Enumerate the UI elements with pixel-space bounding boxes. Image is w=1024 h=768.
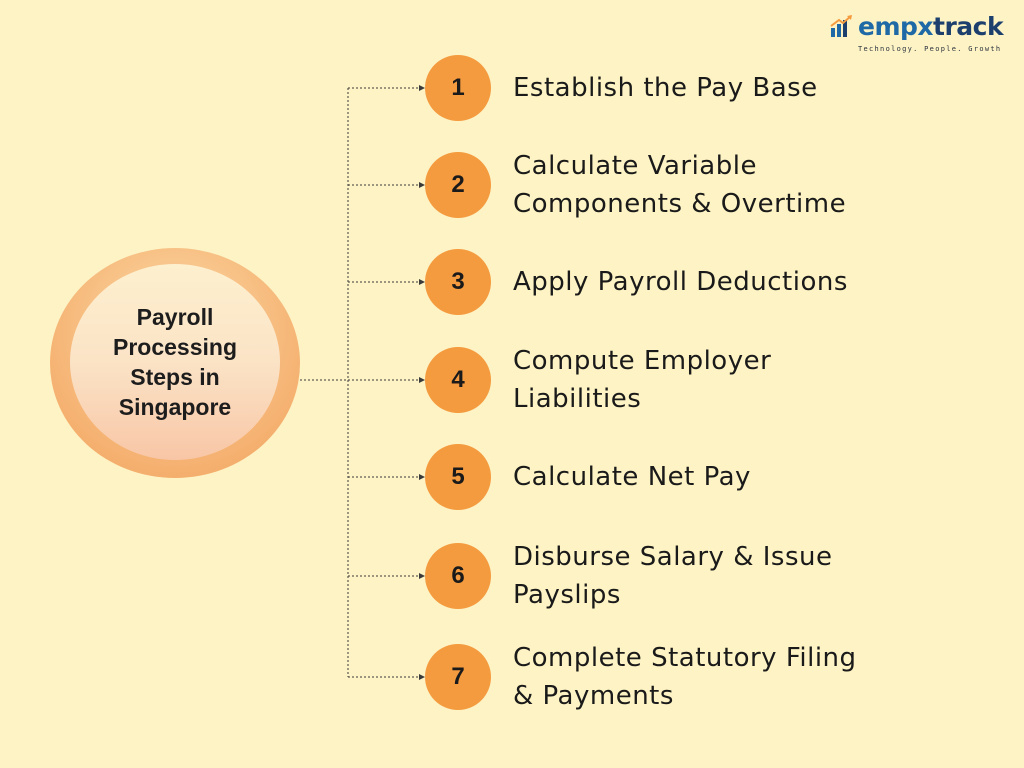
step-4: 4 Compute Employer Liabilities	[425, 346, 1005, 414]
step-label: Complete Statutory Filing & Payments	[513, 643, 857, 711]
step-number-badge: 2	[425, 152, 491, 218]
brand-wordmark: empxtrack	[858, 12, 1004, 42]
hub-circle: Payroll Processing Steps in Singapore	[70, 264, 280, 460]
brand-tagline: Technology. People. Growth	[858, 45, 1002, 53]
brand-name-part1: empx	[858, 12, 934, 41]
step-label: Establish the Pay Base	[513, 73, 818, 103]
step-label: Calculate Net Pay	[513, 462, 751, 492]
step-label: Compute Employer Liabilities	[513, 346, 772, 414]
hub-title: Payroll Processing Steps in Singapore	[113, 304, 237, 420]
step-number-badge: 5	[425, 444, 491, 510]
step-number-badge: 6	[425, 543, 491, 609]
brand-name-part2: track	[933, 12, 1004, 41]
step-number-badge: 7	[425, 644, 491, 710]
step-3: 3 Apply Payroll Deductions	[425, 249, 1005, 315]
step-2: 2 Calculate Variable Components & Overti…	[425, 151, 1005, 219]
step-number-badge: 3	[425, 249, 491, 315]
step-number-badge: 4	[425, 347, 491, 413]
bar-chart-arrow-icon	[830, 15, 852, 37]
step-7: 7 Complete Statutory Filing & Payments	[425, 643, 1005, 711]
step-number-badge: 1	[425, 55, 491, 121]
step-5: 5 Calculate Net Pay	[425, 444, 1005, 510]
step-1: 1 Establish the Pay Base	[425, 55, 1005, 121]
brand-logo: empxtrack Technology. People. Growth	[828, 12, 1008, 56]
step-label: Apply Payroll Deductions	[513, 267, 848, 297]
step-label: Disburse Salary & Issue Payslips	[513, 542, 833, 610]
step-label: Calculate Variable Components & Overtime	[513, 151, 847, 219]
step-6: 6 Disburse Salary & Issue Payslips	[425, 542, 1005, 610]
